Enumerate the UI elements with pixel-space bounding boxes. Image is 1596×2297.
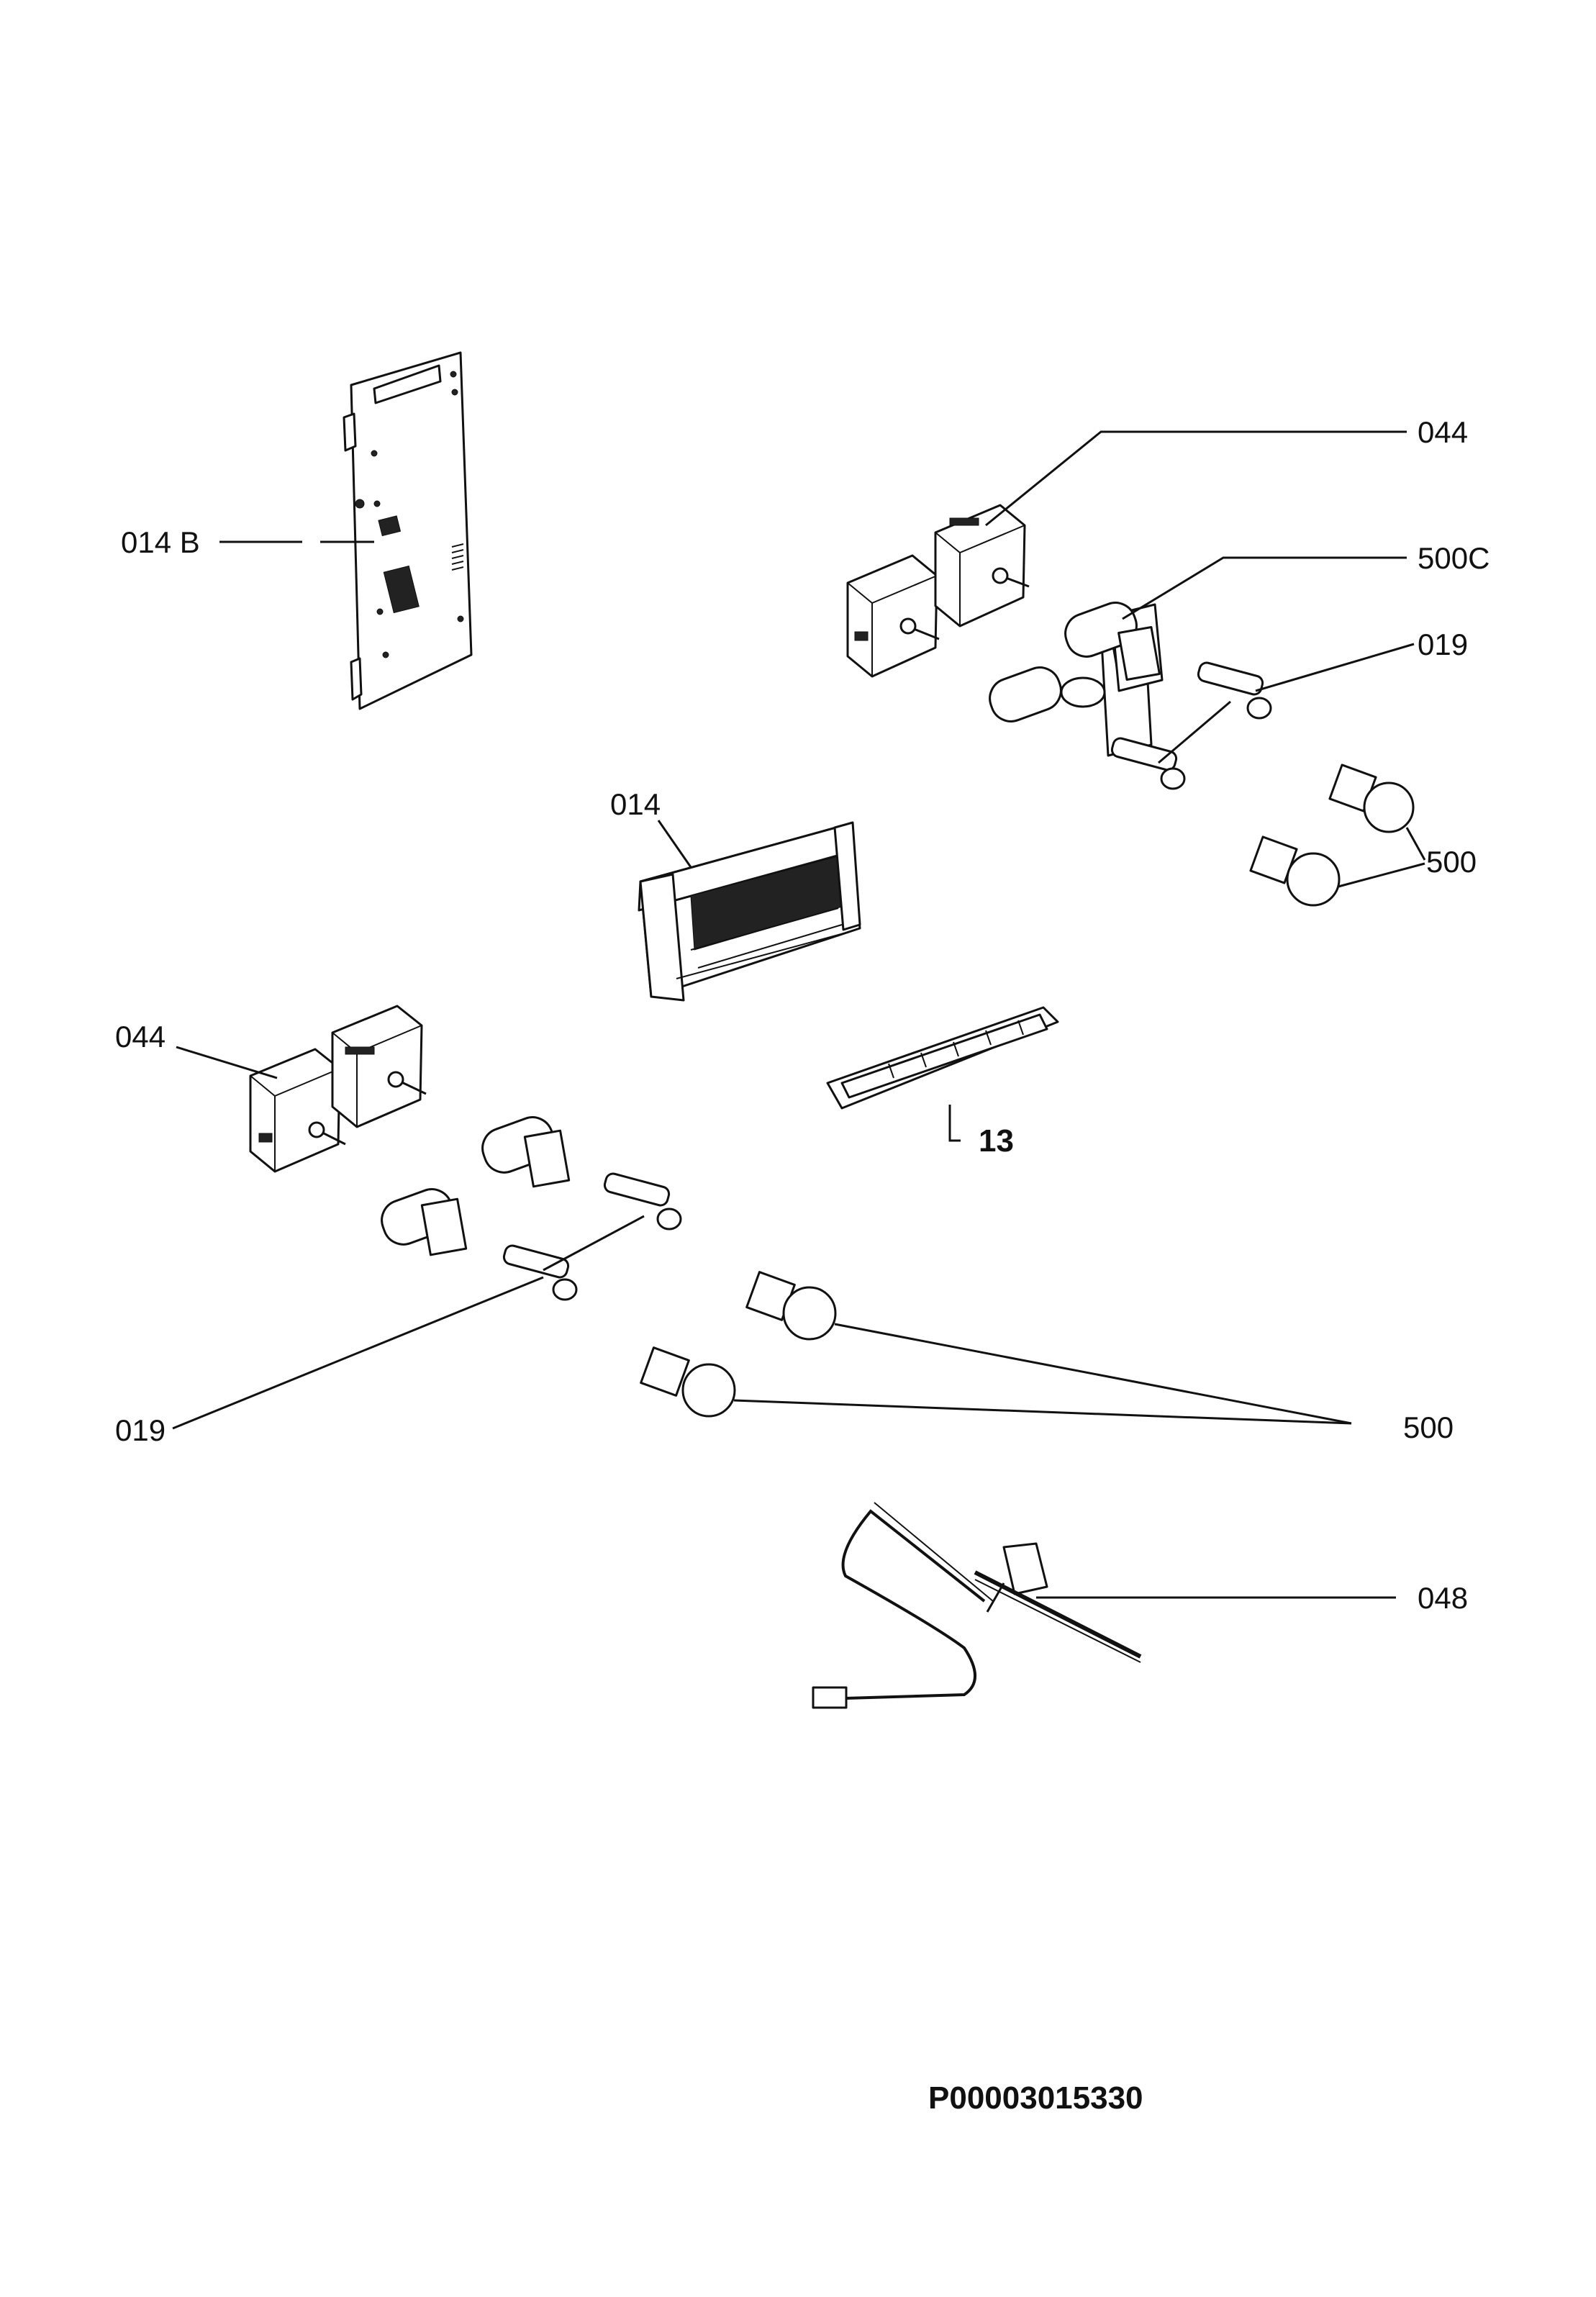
label-014: 014 [610, 787, 661, 821]
sleeve-left-b [381, 1188, 468, 1256]
knob-500-right-b [1249, 835, 1341, 907]
indicator-pin-019-bottom-b [502, 1244, 578, 1301]
label-500-right: 500 [1426, 845, 1477, 879]
label-500-bottom: 500 [1403, 1410, 1454, 1444]
leader-500c [1122, 556, 1407, 620]
label-500c: 500C [1418, 541, 1490, 575]
leader-019-top [1255, 643, 1415, 692]
knob-500-right-a [1328, 764, 1415, 833]
leader-019-bottom [172, 1276, 544, 1430]
leader-014 [657, 820, 692, 868]
pcb-014b [343, 351, 473, 710]
sleeve-left-a [481, 1116, 571, 1188]
label-014b: 014 B [121, 525, 200, 559]
knob-500-bottom-b [640, 1346, 736, 1418]
knob-500-bottom-a [745, 1271, 837, 1341]
label-048: 048 [1418, 1581, 1468, 1615]
selector-switch-044-top-a [846, 554, 940, 678]
label-13: 13 [979, 1123, 1014, 1159]
button-strip-13 [826, 1006, 1059, 1110]
leader-500-bottom-a [834, 1323, 1352, 1425]
leader-044-top [985, 430, 1407, 527]
leader-500-bottom-b [733, 1399, 1352, 1425]
drawing-code: P00003015330 [928, 2080, 1143, 2116]
temperature-probe-048 [812, 1502, 1142, 1709]
leader-500-right-a [1405, 827, 1426, 861]
sleeve-500c-b [1064, 602, 1164, 692]
indicator-pin-019-bottom-a [603, 1172, 682, 1231]
label-044-top: 044 [1418, 415, 1468, 449]
label-019-bottom: 019 [115, 1413, 166, 1447]
indicator-pin-019-top-a [1197, 661, 1272, 720]
display-module-014 [638, 821, 861, 1002]
leader-13 [948, 1105, 961, 1142]
selector-switch-044-left-b [331, 1005, 427, 1128]
selector-switch-044-left-a [249, 1048, 346, 1173]
indicator-pin-019-top-b [1110, 737, 1186, 790]
leader-019-top-2 [1158, 700, 1231, 764]
leader-044-left [176, 1046, 278, 1079]
leader-019-bottom-2 [543, 1215, 645, 1272]
selector-switch-044-top-b [934, 504, 1030, 628]
label-019-top: 019 [1418, 628, 1468, 661]
leader-500-right-b [1338, 862, 1425, 888]
label-044-left: 044 [115, 1020, 166, 1054]
